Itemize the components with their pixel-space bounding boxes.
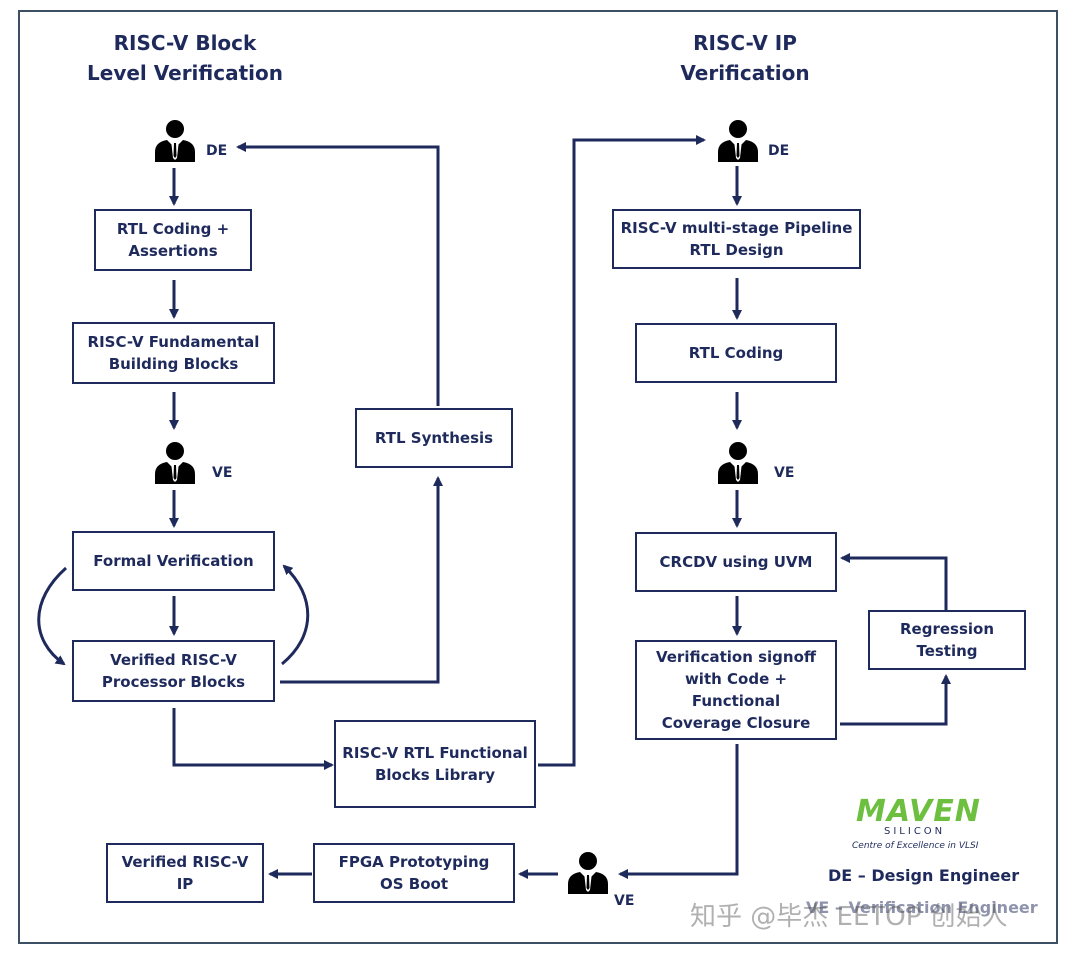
role-label-ve: VE xyxy=(774,465,795,481)
box-rtl-coding-assertions: RTL Coding + Assertions xyxy=(94,209,252,271)
role-label-de: DE xyxy=(768,143,790,159)
box-rtl-coding: RTL Coding xyxy=(635,323,837,383)
role-label-de: DE xyxy=(206,143,228,159)
box-functional-blocks-library: RISC-V RTL Functional Blocks Library xyxy=(334,720,536,808)
person-icon xyxy=(568,852,608,894)
arrow-loop-left xyxy=(37,566,67,666)
title-block-level: RISC-V Block Level Verification xyxy=(87,31,283,85)
arrow-signoff-to-ve xyxy=(618,744,739,879)
title-ip-level: RISC-V IP Verification xyxy=(680,31,810,85)
arrow-signoff-to-regression xyxy=(840,674,951,726)
box-formal-verification: Formal Verification xyxy=(72,531,275,591)
role-label-ve: VE xyxy=(212,465,233,481)
arrow-regression-to-crcdv xyxy=(840,553,948,610)
role-label-ve: VE xyxy=(614,893,635,909)
box-rtl-synthesis: RTL Synthesis xyxy=(355,408,513,468)
box-crcdv-uvm: CRCDV using UVM xyxy=(635,532,837,592)
box-regression-testing: Regression Testing xyxy=(868,610,1026,670)
logo-tagline: Centre of Excellence in VLSI xyxy=(852,841,979,851)
arrow-synthesis-to-de xyxy=(236,142,440,406)
person-icon xyxy=(155,120,195,162)
logo-silicon: SILICON xyxy=(884,826,946,837)
arrow-verified-to-synthesis xyxy=(280,476,443,684)
box-fundamental-blocks: RISC-V Fundamental Building Blocks xyxy=(72,322,275,384)
person-icon xyxy=(718,442,758,484)
person-icon xyxy=(155,442,195,484)
box-verified-processor-blocks: Verified RISC-V Processor Blocks xyxy=(72,640,275,702)
arrow-library-to-de xyxy=(538,135,706,767)
arrow-verified-to-library xyxy=(172,708,334,770)
person-icon xyxy=(718,120,758,162)
box-fpga-prototyping: FPGA Prototyping OS Boot xyxy=(313,843,515,903)
arrow-loop-right xyxy=(281,564,310,666)
logo-maven: MAVEN xyxy=(856,794,981,829)
box-verified-ip: Verified RISC-V IP xyxy=(106,843,264,903)
legend-ve: VE – Verification Engineer xyxy=(806,898,1038,917)
box-pipeline-rtl-design: RISC-V multi-stage Pipeline RTL Design xyxy=(612,209,861,269)
box-verification-signoff: Verification signoff with Code + Functio… xyxy=(635,640,837,740)
legend-de: DE – Design Engineer xyxy=(828,866,1020,885)
watermark-text: 知乎 @毕杰 EETOP 创始人 xyxy=(690,902,1008,932)
